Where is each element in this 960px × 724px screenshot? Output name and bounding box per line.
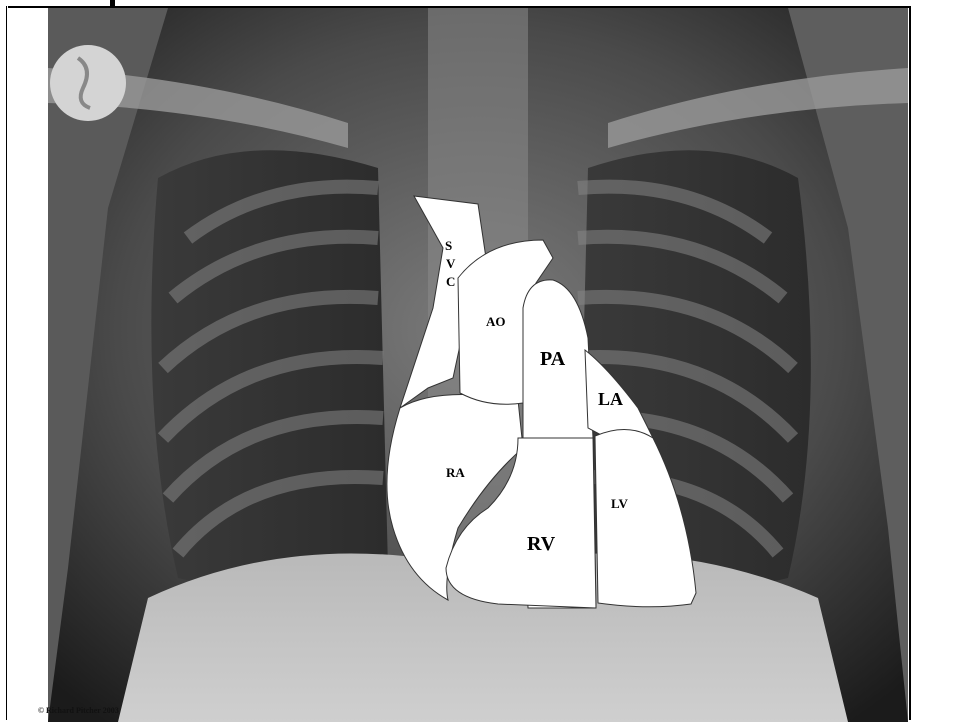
- border-left: [6, 6, 7, 720]
- copyright-text: © Richard Pitcher 2003: [38, 706, 119, 715]
- chest-xray-image: [48, 8, 908, 722]
- label-rv: RV: [527, 533, 555, 556]
- label-la: LA: [598, 389, 623, 410]
- label-lv: LV: [611, 496, 628, 512]
- label-pa: PA: [540, 348, 565, 371]
- label-svc-v: V: [446, 256, 455, 272]
- label-ao: AO: [486, 314, 506, 330]
- label-svc-s: S: [445, 238, 452, 254]
- label-svc-c: C: [446, 274, 455, 290]
- border-right: [909, 6, 911, 720]
- marker-disc: [50, 45, 126, 121]
- label-ra: RA: [446, 465, 465, 481]
